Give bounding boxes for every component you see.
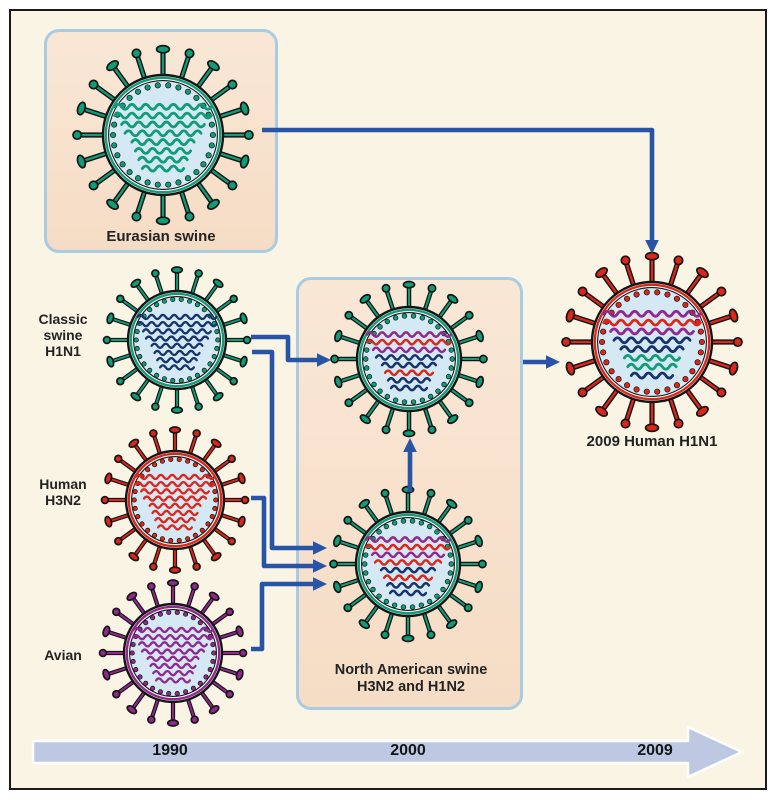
human-h3n2-label: Human H3N2	[39, 476, 87, 508]
virus-classic	[102, 266, 252, 414]
timeline-arrow	[31, 725, 744, 779]
arrow-triple-to-2009	[523, 355, 560, 369]
virus-eurasian	[72, 44, 254, 226]
virus-na_triple	[330, 280, 488, 438]
virus-h1n1_2009	[561, 251, 743, 433]
virus-na_swine	[329, 485, 487, 643]
arrow-classic-to-triple	[251, 334, 331, 367]
timeline-year-2000: 2000	[390, 742, 426, 759]
arrow-eurasian-to-2009	[262, 127, 659, 254]
2009-human-h1n1-label: 2009 Human H1N1	[586, 433, 718, 450]
arrow-avian-to-na-swine	[251, 577, 327, 652]
arrow-classic-to-na-swine	[252, 349, 327, 555]
north-american-swine-label: North American swine H3N2 and H1N2	[334, 662, 488, 695]
timeline-year-2009: 2009	[637, 742, 673, 759]
eurasian-swine-label: Eurasian swine	[106, 228, 216, 245]
arrow-na-swine-to-triple	[403, 438, 417, 492]
avian-label: Avian	[44, 647, 82, 663]
classic-swine-h1n1-label: Classic swine H1N1	[38, 311, 88, 359]
arrow-h3n2-to-na-swine	[251, 495, 327, 573]
virus-avian	[98, 579, 248, 727]
virus-human_h3n2	[100, 426, 250, 574]
timeline-year-1990: 1990	[152, 742, 188, 759]
